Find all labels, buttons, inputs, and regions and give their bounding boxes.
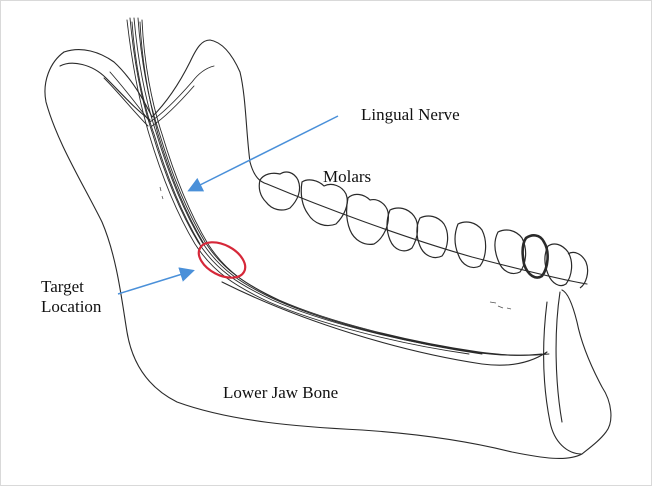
tooth bbox=[545, 244, 572, 286]
tooth bbox=[417, 216, 448, 258]
target-label-line-1: Target bbox=[41, 277, 101, 297]
tooth bbox=[259, 172, 299, 210]
tooth bbox=[347, 194, 389, 244]
target-ring bbox=[193, 235, 251, 285]
tooth bbox=[387, 208, 418, 251]
tooth bbox=[523, 235, 548, 277]
lower-jaw-bone-label: Lower Jaw Bone bbox=[223, 383, 338, 403]
target-arrow bbox=[118, 271, 192, 294]
target-location-label: Target Location bbox=[41, 277, 101, 317]
lingual-nerve-label: Lingual Nerve bbox=[361, 105, 460, 125]
nerve-arrow bbox=[190, 116, 338, 190]
bone-texture-marks bbox=[160, 187, 511, 309]
target-label-line-2: Location bbox=[41, 297, 101, 317]
tooth bbox=[455, 222, 486, 268]
molars-row bbox=[259, 172, 587, 288]
molars-label: Molars bbox=[323, 167, 371, 187]
